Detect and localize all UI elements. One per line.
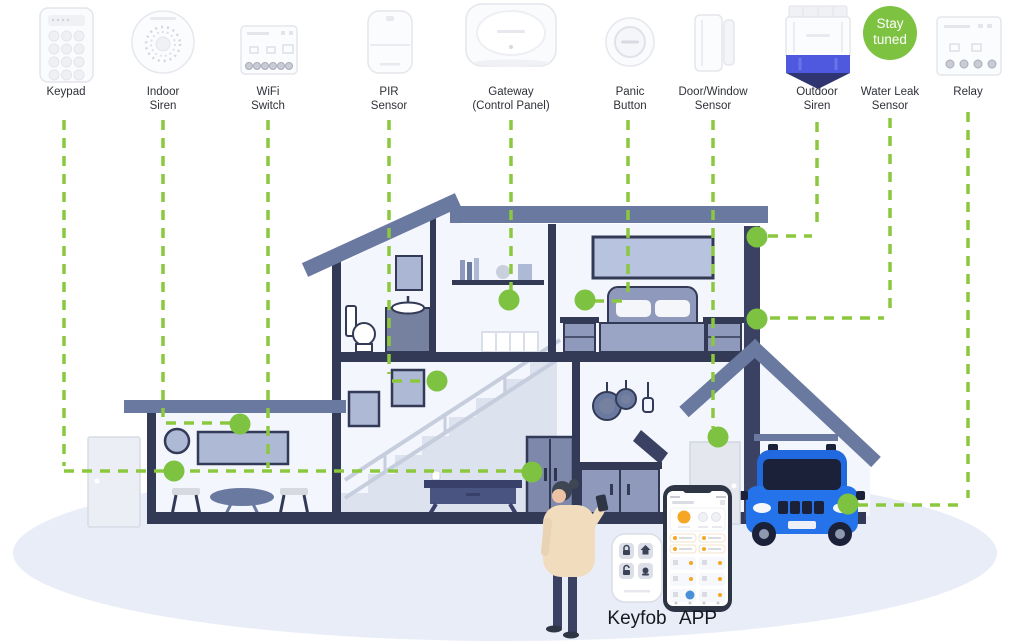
house-illustration [87,193,881,546]
wifi-switch-device-icon [240,25,298,75]
keyfob-remote [611,533,663,603]
garage [739,434,865,546]
roofs [124,193,881,468]
gateway-device-icon [465,3,557,67]
app-label: APP [678,608,718,629]
device-location-dots [163,226,859,515]
stairs [341,338,562,512]
indoor-siren-device-icon [131,10,195,74]
car [739,444,865,546]
app-quick-actions [669,533,726,554]
keyfob-unlock-icon [623,564,630,575]
dashed-connection-lines [62,112,970,507]
device-label-relay: Relay [953,86,983,98]
app-device-tiles [670,557,725,602]
app-arm-button [677,510,691,524]
keypad-device-icon [39,7,94,83]
pir-sensor-device-icon [367,10,413,74]
landing-shelf [452,258,544,353]
phone-app [663,485,732,612]
stay-tuned-text: Stay tuned [873,16,907,47]
stay-tuned-badge [863,6,917,60]
device-label-gateway: Gateway(Control Panel) [472,86,550,112]
keyfob-label: Keyfob [607,608,667,629]
hallway-frames-desk [347,368,522,516]
living-room-furniture [163,427,310,519]
woman-figure [541,479,609,639]
bathroom-fixtures [345,255,431,353]
outdoor-siren-device-icon [785,5,851,89]
entrance-door [87,436,141,528]
keyfob-bell-icon [642,567,649,576]
app-blue-button [685,590,695,600]
door-window-sensor-device-icon [694,14,735,72]
keyfob-home-icon [640,545,651,555]
app-bottom-nav [674,601,720,605]
keyfob-lock-icon [623,544,630,555]
device-label-keypad: Keypad [46,86,86,98]
panic-button-device-icon [605,17,655,67]
relay-device-icon [936,16,1002,76]
